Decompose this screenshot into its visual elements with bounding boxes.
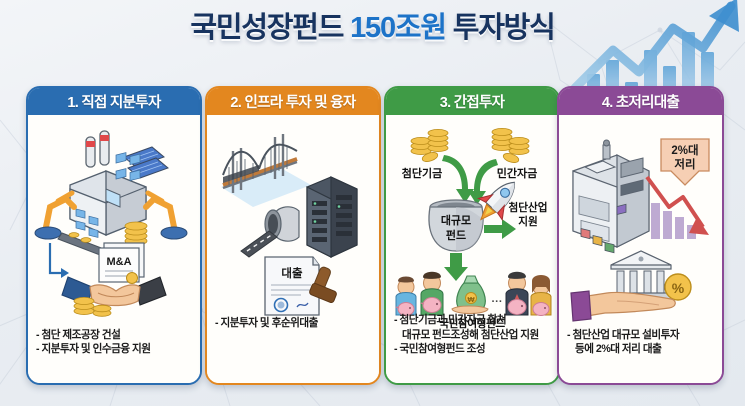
card-4-header: 4. 초저리대출 bbox=[559, 88, 722, 115]
loan-label: 대출 bbox=[281, 266, 303, 280]
card-1-body: M&A bbox=[28, 115, 200, 383]
card-3-illustration: 첨단기금 민간자금 대규모 펀드 bbox=[395, 127, 552, 316]
card-2-description: - 지분투자 및 후순위대출 bbox=[215, 316, 373, 331]
card-2-illustration: 대출 bbox=[221, 134, 358, 316]
card-4-line-1: - 첨단산업 대규모 설비투자 bbox=[567, 328, 680, 341]
rocket-label-2: 지원 bbox=[518, 215, 538, 228]
card-4-line-2: 등에 2%대 저리 대출 bbox=[575, 343, 662, 356]
money-bag-icon: ₩ bbox=[451, 275, 489, 315]
stamp-icon bbox=[309, 266, 337, 304]
card-2-body: 대출 - 지분투자 및 후순위대출 bbox=[207, 115, 379, 383]
fund-pot-label-2: 펀드 bbox=[446, 228, 466, 242]
card-1-line-1: - 첨단 제조공장 건설 bbox=[36, 328, 121, 341]
card-3-description: - 첨단기금과 민간자금 합쳐 대규모 펀드조성해 첨단산업 지원 - 국민참여… bbox=[394, 313, 552, 357]
card-1-header: 1. 직접 지분투자 bbox=[28, 88, 200, 115]
coin-stack-icon bbox=[491, 127, 530, 163]
percent-coin-icon: % bbox=[664, 273, 692, 301]
coin-stack-icon bbox=[410, 128, 449, 162]
tunnel-road-icon bbox=[240, 206, 300, 258]
semiconductor-equipment-icon bbox=[572, 139, 650, 254]
document-icon: 대출 bbox=[264, 256, 320, 316]
hand-icon bbox=[570, 290, 676, 322]
svg-text:₩: ₩ bbox=[467, 295, 475, 304]
card-direct-equity-investment[interactable]: 1. 직접 지분투자 bbox=[26, 86, 202, 385]
card-4-illustration: 2%대 저리 bbox=[570, 138, 710, 322]
card-1-description: - 첨단 제조공장 건설 - 지분투자 및 인수금융 지원 bbox=[36, 328, 194, 357]
card-ultra-low-interest-loan[interactable]: 4. 초저리대출 bbox=[557, 86, 724, 385]
fund-pot-label-1: 대규모 bbox=[441, 213, 471, 227]
card-3-line-1: - 첨단기금과 민간자금 합쳐 bbox=[394, 314, 507, 327]
ellipsis-dots: ··· bbox=[492, 296, 503, 308]
card-2-line-1: - 지분투자 및 후순위대출 bbox=[215, 317, 318, 330]
card-row: 1. 직접 지분투자 bbox=[0, 86, 745, 386]
bridge-icon bbox=[222, 134, 298, 193]
svg-text:%: % bbox=[672, 280, 685, 296]
server-rack-icon bbox=[306, 176, 358, 258]
arrow-curve-icon bbox=[442, 155, 498, 205]
fund-pot-icon: 대규모 펀드 bbox=[428, 199, 484, 252]
card-4-description: - 첨단산업 대규모 설비투자 등에 2%대 저리 대출 bbox=[567, 328, 716, 357]
card-3-line-3: - 국민참여형펀드 조성 bbox=[394, 343, 486, 356]
card-1-illustration: M&A bbox=[34, 130, 188, 317]
arrow-down-icon bbox=[444, 253, 468, 281]
rocket-label-1: 첨단산업 bbox=[509, 201, 548, 214]
people-fund-label: 국민참여형펀드 bbox=[439, 318, 505, 330]
badge-label-2: 저리 bbox=[674, 157, 695, 171]
bank-icon bbox=[608, 250, 674, 300]
down-arrow-badge-icon: 2%대 저리 bbox=[660, 138, 710, 186]
robot-arm-icon bbox=[34, 190, 188, 240]
badge-label-1: 2%대 bbox=[671, 143, 698, 157]
fund-source-label-2: 민간자금 bbox=[497, 166, 537, 180]
card-3-line-2: 대규모 펀드조성해 첨단산업 지원 bbox=[402, 328, 539, 341]
coin-stack-icon bbox=[124, 221, 148, 246]
fund-source-label-1: 첨단기금 bbox=[402, 166, 442, 180]
ma-label: M&A bbox=[106, 256, 131, 268]
card-1-line-2: - 지분투자 및 인수금융 지원 bbox=[36, 343, 151, 356]
people-piggybank-icon: ₩ ··· bbox=[395, 271, 552, 316]
factory-icon bbox=[69, 130, 169, 238]
card-infrastructure-investment-loan[interactable]: 2. 인프라 투자 및 융자 bbox=[205, 86, 381, 385]
card-3-body: 첨단기금 민간자금 대규모 펀드 bbox=[386, 115, 558, 383]
card-indirect-investment[interactable]: 3. 간접투자 bbox=[384, 86, 560, 385]
card-4-body: 2%대 저리 bbox=[559, 115, 722, 383]
rocket-icon bbox=[477, 181, 516, 222]
arrow-down-icon bbox=[48, 243, 69, 278]
arrow-right-icon bbox=[484, 219, 516, 239]
card-3-header: 3. 간접투자 bbox=[386, 88, 558, 115]
declining-chart-icon bbox=[645, 175, 709, 239]
coin-stack-icon bbox=[73, 296, 112, 317]
card-2-header: 2. 인프라 투자 및 융자 bbox=[207, 88, 379, 115]
